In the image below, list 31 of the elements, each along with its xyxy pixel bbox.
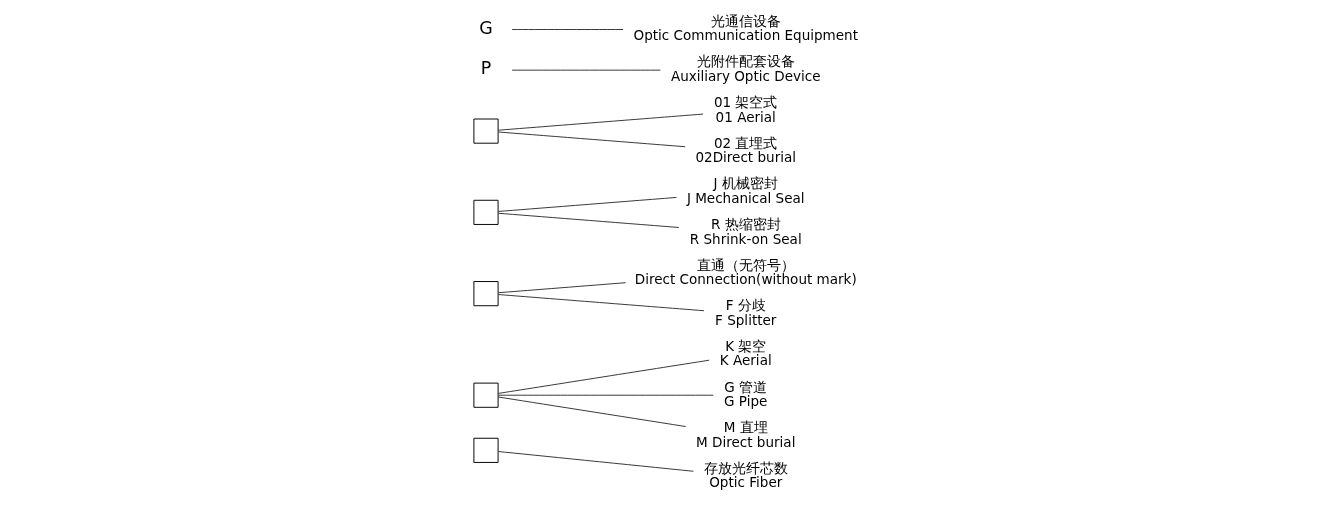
- connector: [497, 451, 694, 472]
- connector: [497, 294, 705, 312]
- node-box: [473, 281, 499, 307]
- node-box: [473, 118, 499, 144]
- node-text: J 机械密封 J Mechanical Seal: [686, 175, 805, 206]
- node-text: 02 直埋式 02Direct burial: [695, 134, 797, 166]
- node-box: [473, 199, 499, 225]
- connector: [497, 131, 686, 148]
- node-text: 光附件配套设备 Auxiliary Optic Device: [670, 53, 821, 84]
- node-text: 存放光纤芯数 Optic Fiber: [703, 459, 788, 491]
- node-text: 直通（无符号） Direct Connection(without mark): [634, 256, 857, 288]
- node-text: G 管道 G Pipe: [724, 378, 768, 410]
- node-text: G: [479, 17, 493, 38]
- connector: [497, 212, 680, 228]
- node-box: [473, 437, 499, 463]
- connector: [511, 29, 624, 30]
- node-text: P: [480, 58, 492, 79]
- node-text: 光通信设备 Optic Communication Equipment: [633, 12, 858, 44]
- connector: [497, 196, 677, 212]
- connector: [497, 282, 627, 294]
- node-text: 01 架空式 01 Aerial: [713, 94, 778, 125]
- connector: [497, 396, 687, 428]
- connector: [497, 394, 714, 396]
- node-box: [473, 382, 499, 408]
- node-text: K 架空 K Aerial: [719, 337, 772, 369]
- node-text: R 热缩密封 R Shrink-on Seal: [689, 216, 802, 247]
- node-text: M 直埋 M Direct burial: [696, 419, 796, 450]
- connector: [497, 359, 710, 394]
- connector: [511, 69, 661, 71]
- node-text: F 分歧 F Splitter: [715, 297, 777, 328]
- connector: [497, 113, 704, 131]
